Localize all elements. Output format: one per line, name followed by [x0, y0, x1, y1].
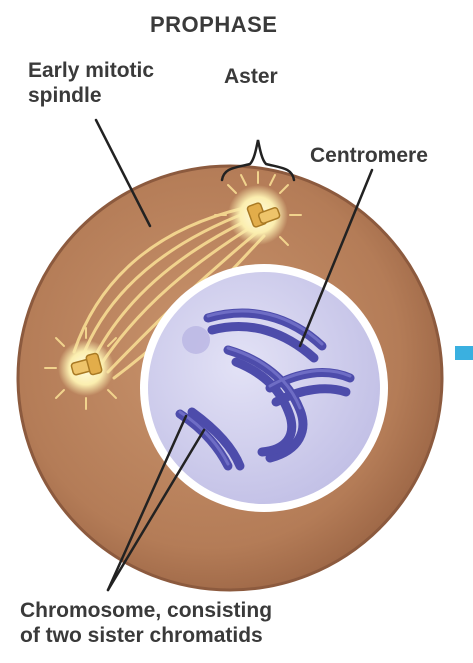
label-line: of two sister chromatids [20, 623, 272, 648]
label-early-mitotic-spindle: Early mitotic spindle [28, 58, 154, 108]
label-aster: Aster [224, 64, 278, 89]
label-line: spindle [28, 83, 154, 108]
label-line: Chromosome, consisting [20, 598, 272, 623]
label-centromere: Centromere [310, 143, 428, 168]
next-phase-arrow [455, 346, 473, 360]
label-chromosome: Chromosome, consisting of two sister chr… [20, 598, 272, 648]
diagram-title: PROPHASE [150, 12, 277, 37]
label-line: Early mitotic [28, 58, 154, 83]
nucleolus [182, 326, 210, 354]
